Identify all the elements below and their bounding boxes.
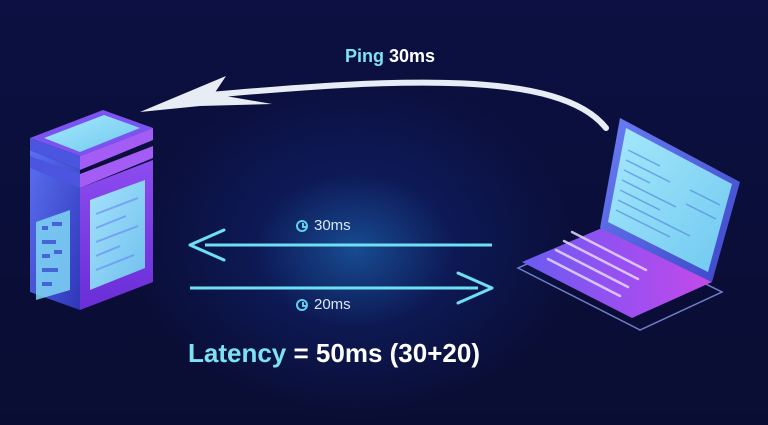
upstream-time-value: 30ms (314, 217, 351, 234)
latency-value: 50ms (30+20) (315, 338, 480, 368)
clock-icon (296, 298, 308, 311)
downstream-arrow (190, 271, 494, 305)
latency-formula: Latency = 50ms (30+20) (188, 338, 480, 369)
downstream-time-value: 20ms (314, 296, 351, 313)
latency-equals: = (293, 338, 309, 368)
upstream-arrow (188, 228, 492, 262)
downstream-time: 20ms (296, 296, 351, 313)
ping-arrow (140, 76, 609, 131)
ping-key: Ping (345, 46, 384, 66)
ping-value: 30ms (389, 46, 436, 66)
latency-key: Latency (188, 338, 287, 368)
laptop-icon (516, 118, 740, 331)
server-icon (30, 110, 153, 310)
clock-icon (296, 219, 308, 232)
upstream-time: 30ms (296, 217, 351, 234)
ping-label: Ping 30ms (345, 46, 435, 67)
